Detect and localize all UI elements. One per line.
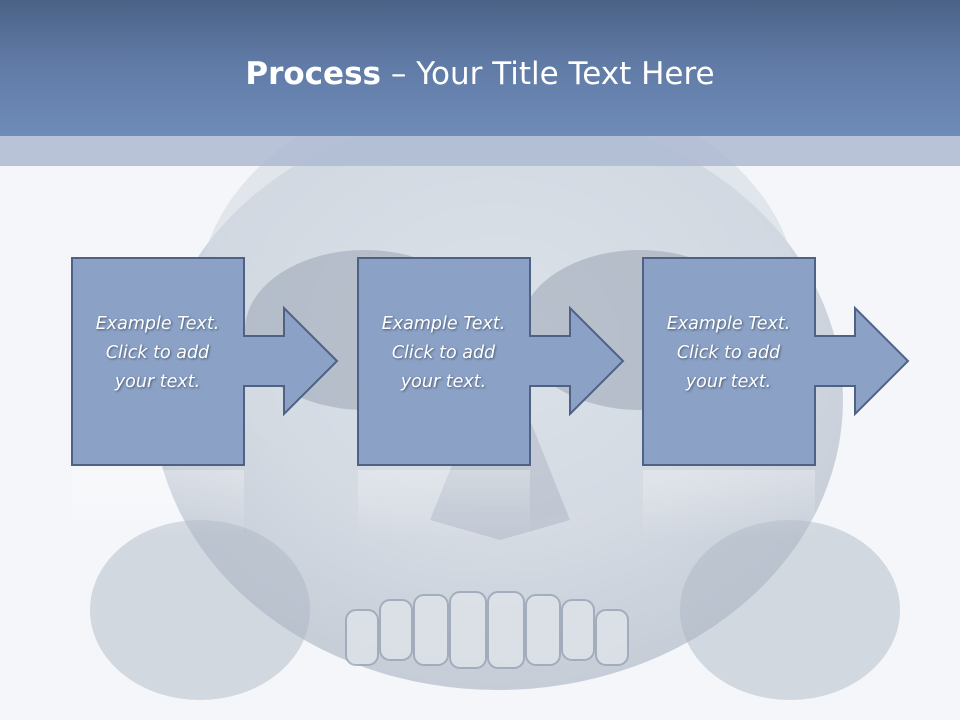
step-text-line1: Example Text.: [95, 314, 220, 334]
step-text: Example Text. Click to add your text.: [642, 310, 815, 397]
step-text-line3: your text.: [685, 372, 772, 392]
title-bar: [0, 0, 960, 136]
step-2-reflection: [358, 470, 530, 540]
title-sub-band: [0, 136, 960, 166]
slide-title[interactable]: Process – Your Title Text Here: [0, 52, 960, 96]
step-arrow-shape: [71, 257, 339, 466]
process-step-2[interactable]: Example Text. Click to add your text.: [357, 257, 637, 467]
step-text-line3: your text.: [114, 372, 201, 392]
step-text-line2: Click to add: [391, 343, 496, 363]
step-text-line3: your text.: [400, 372, 487, 392]
step-arrow-shape: [642, 257, 910, 466]
title-rest: – Your Title Text Here: [381, 56, 715, 92]
step-text: Example Text. Click to add your text.: [71, 310, 244, 397]
process-step-3[interactable]: Example Text. Click to add your text.: [642, 257, 922, 467]
title-bold: Process: [245, 56, 381, 92]
step-1-reflection: [72, 470, 244, 540]
step-text-line2: Click to add: [105, 343, 210, 363]
step-text-line2: Click to add: [676, 343, 781, 363]
step-text: Example Text. Click to add your text.: [357, 310, 530, 397]
step-arrow-shape: [357, 257, 625, 466]
step-3-reflection: [643, 470, 815, 540]
process-step-1[interactable]: Example Text. Click to add your text.: [71, 257, 351, 467]
step-text-line1: Example Text.: [381, 314, 506, 334]
step-text-line1: Example Text.: [666, 314, 791, 334]
